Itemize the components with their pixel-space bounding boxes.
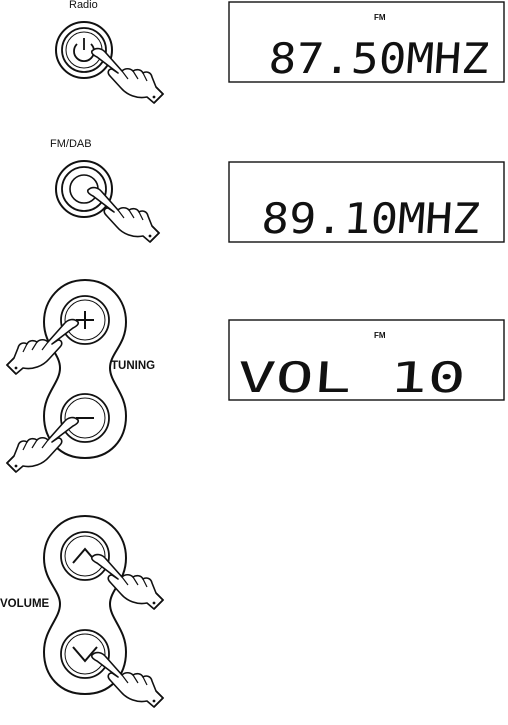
fm-dab-button[interactable]: [56, 161, 112, 217]
lcd-display-3: FM VOL 10: [229, 320, 504, 402]
lcd-readout: VOL 10: [236, 353, 467, 402]
lcd-band: FM: [374, 331, 386, 340]
lcd-readout: 89.10MHZ: [260, 194, 481, 243]
lcd-readout: 87.50MHZ: [267, 34, 490, 83]
pointing-hand-icon: [88, 188, 159, 242]
lcd-band: FM: [374, 13, 386, 22]
lcd-display-1: FM 87.50MHZ: [229, 2, 504, 83]
pointing-hand-icon: [92, 49, 163, 103]
lcd-display-2: 89.10MHZ: [229, 162, 504, 243]
